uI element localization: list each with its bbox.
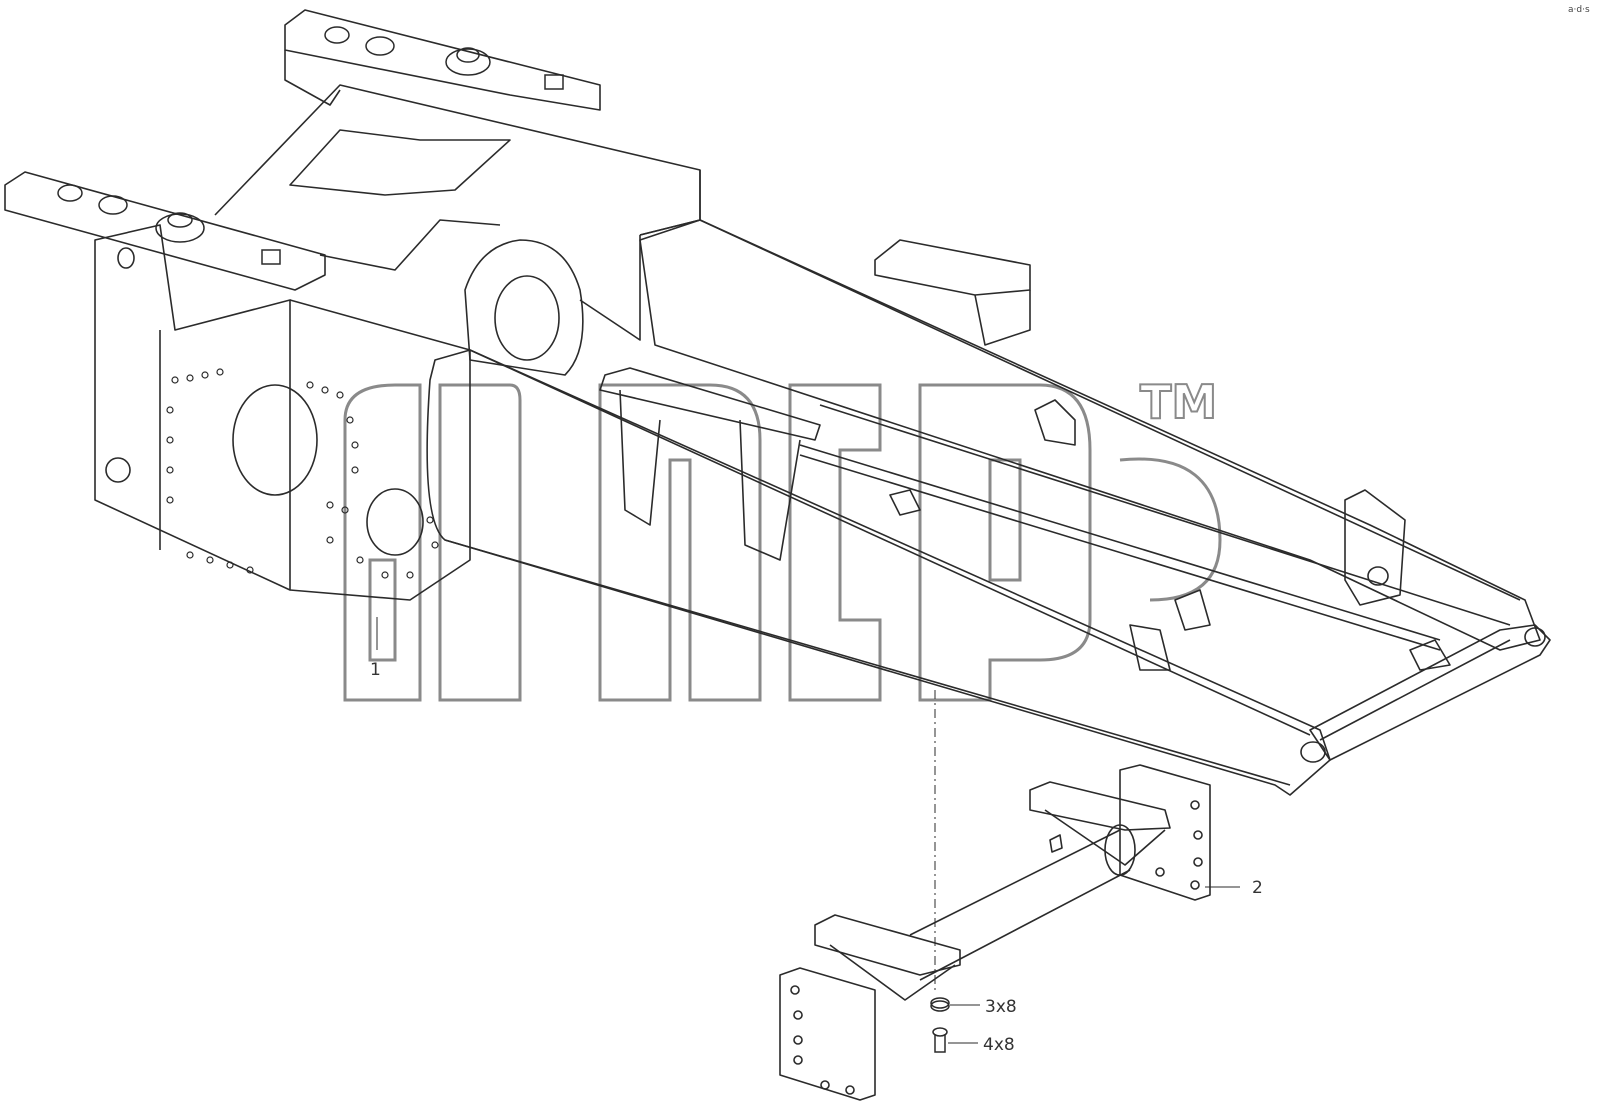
bolt-icon [932, 1027, 948, 1053]
watermark-logo [343, 383, 1222, 702]
axle-beam [779, 764, 1211, 1101]
nut-icon [930, 997, 950, 1012]
watermark-tm: TM [1140, 375, 1217, 429]
leader-lines [376, 617, 1240, 1044]
callout-part-3: 3x8 [985, 997, 1017, 1017]
corner-mark: a·d·s [1568, 5, 1590, 15]
callout-part-1: 1 [370, 660, 381, 680]
callout-part-2: 2 [1252, 878, 1263, 898]
main-frame [4, 9, 1551, 796]
mounting-pads [57, 26, 564, 265]
bolt-holes [166, 368, 439, 579]
callout-part-4: 4x8 [983, 1035, 1015, 1055]
fasteners [930, 997, 950, 1053]
